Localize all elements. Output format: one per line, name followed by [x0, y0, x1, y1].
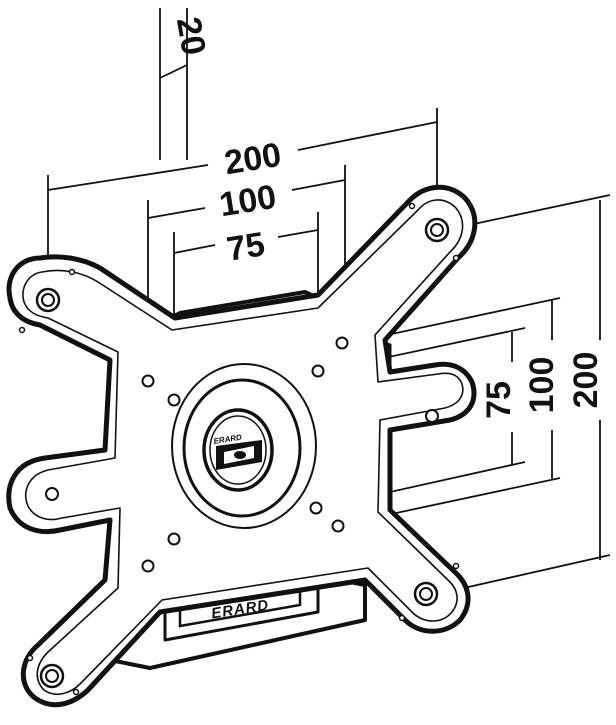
dimension-top-100-label: 100	[217, 178, 279, 224]
dimension-right-75-label: 75	[480, 381, 518, 419]
dimension-top-200-label: 200	[222, 136, 284, 182]
dimension-right-200-label: 200	[567, 352, 605, 409]
central-hub	[171, 363, 317, 529]
hub-brand-label: ERARD	[213, 433, 243, 446]
dimension-top-75-label: 75	[224, 225, 267, 268]
mounting-holes	[18, 202, 460, 696]
top-dimension-lines	[47, 8, 438, 370]
dimension-right-100-label: 100	[523, 357, 561, 414]
dimension-depth-label: 20	[169, 14, 213, 58]
